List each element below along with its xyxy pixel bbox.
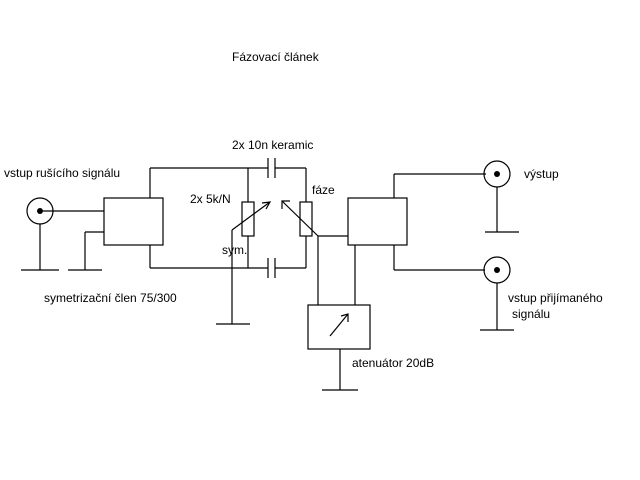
label-attenuator: atenuátor 20dB [352, 356, 434, 370]
shield-ground [68, 231, 104, 271]
received-signal-connector [393, 245, 514, 331]
label-input-received-2: signálu [512, 307, 550, 321]
combiner-box [347, 197, 408, 246]
label-capacitors: 2x 10n keramic [232, 138, 313, 152]
label-balun: symetrizační člen 75/300 [44, 291, 177, 305]
phase-output-wiring [317, 235, 348, 305]
input-connector-left [21, 197, 104, 271]
diagram-title: Fázovací článek [232, 50, 320, 64]
label-input-noise: vstup rušícího signálu [4, 166, 120, 180]
sym-potentiometer [216, 168, 272, 325]
balun-box [103, 197, 164, 246]
phase-potentiometer [281, 168, 319, 268]
label-sym: sym. [222, 243, 247, 257]
output-connector [393, 160, 519, 233]
capacitor-top [267, 158, 306, 178]
label-pots: 2x 5k/N [190, 192, 231, 206]
attenuator-box [307, 304, 371, 391]
capacitor-bottom [267, 258, 306, 278]
label-input-received-1: vstup přijímaného [508, 291, 603, 305]
label-phase: fáze [312, 183, 335, 197]
label-output: výstup [524, 167, 559, 181]
